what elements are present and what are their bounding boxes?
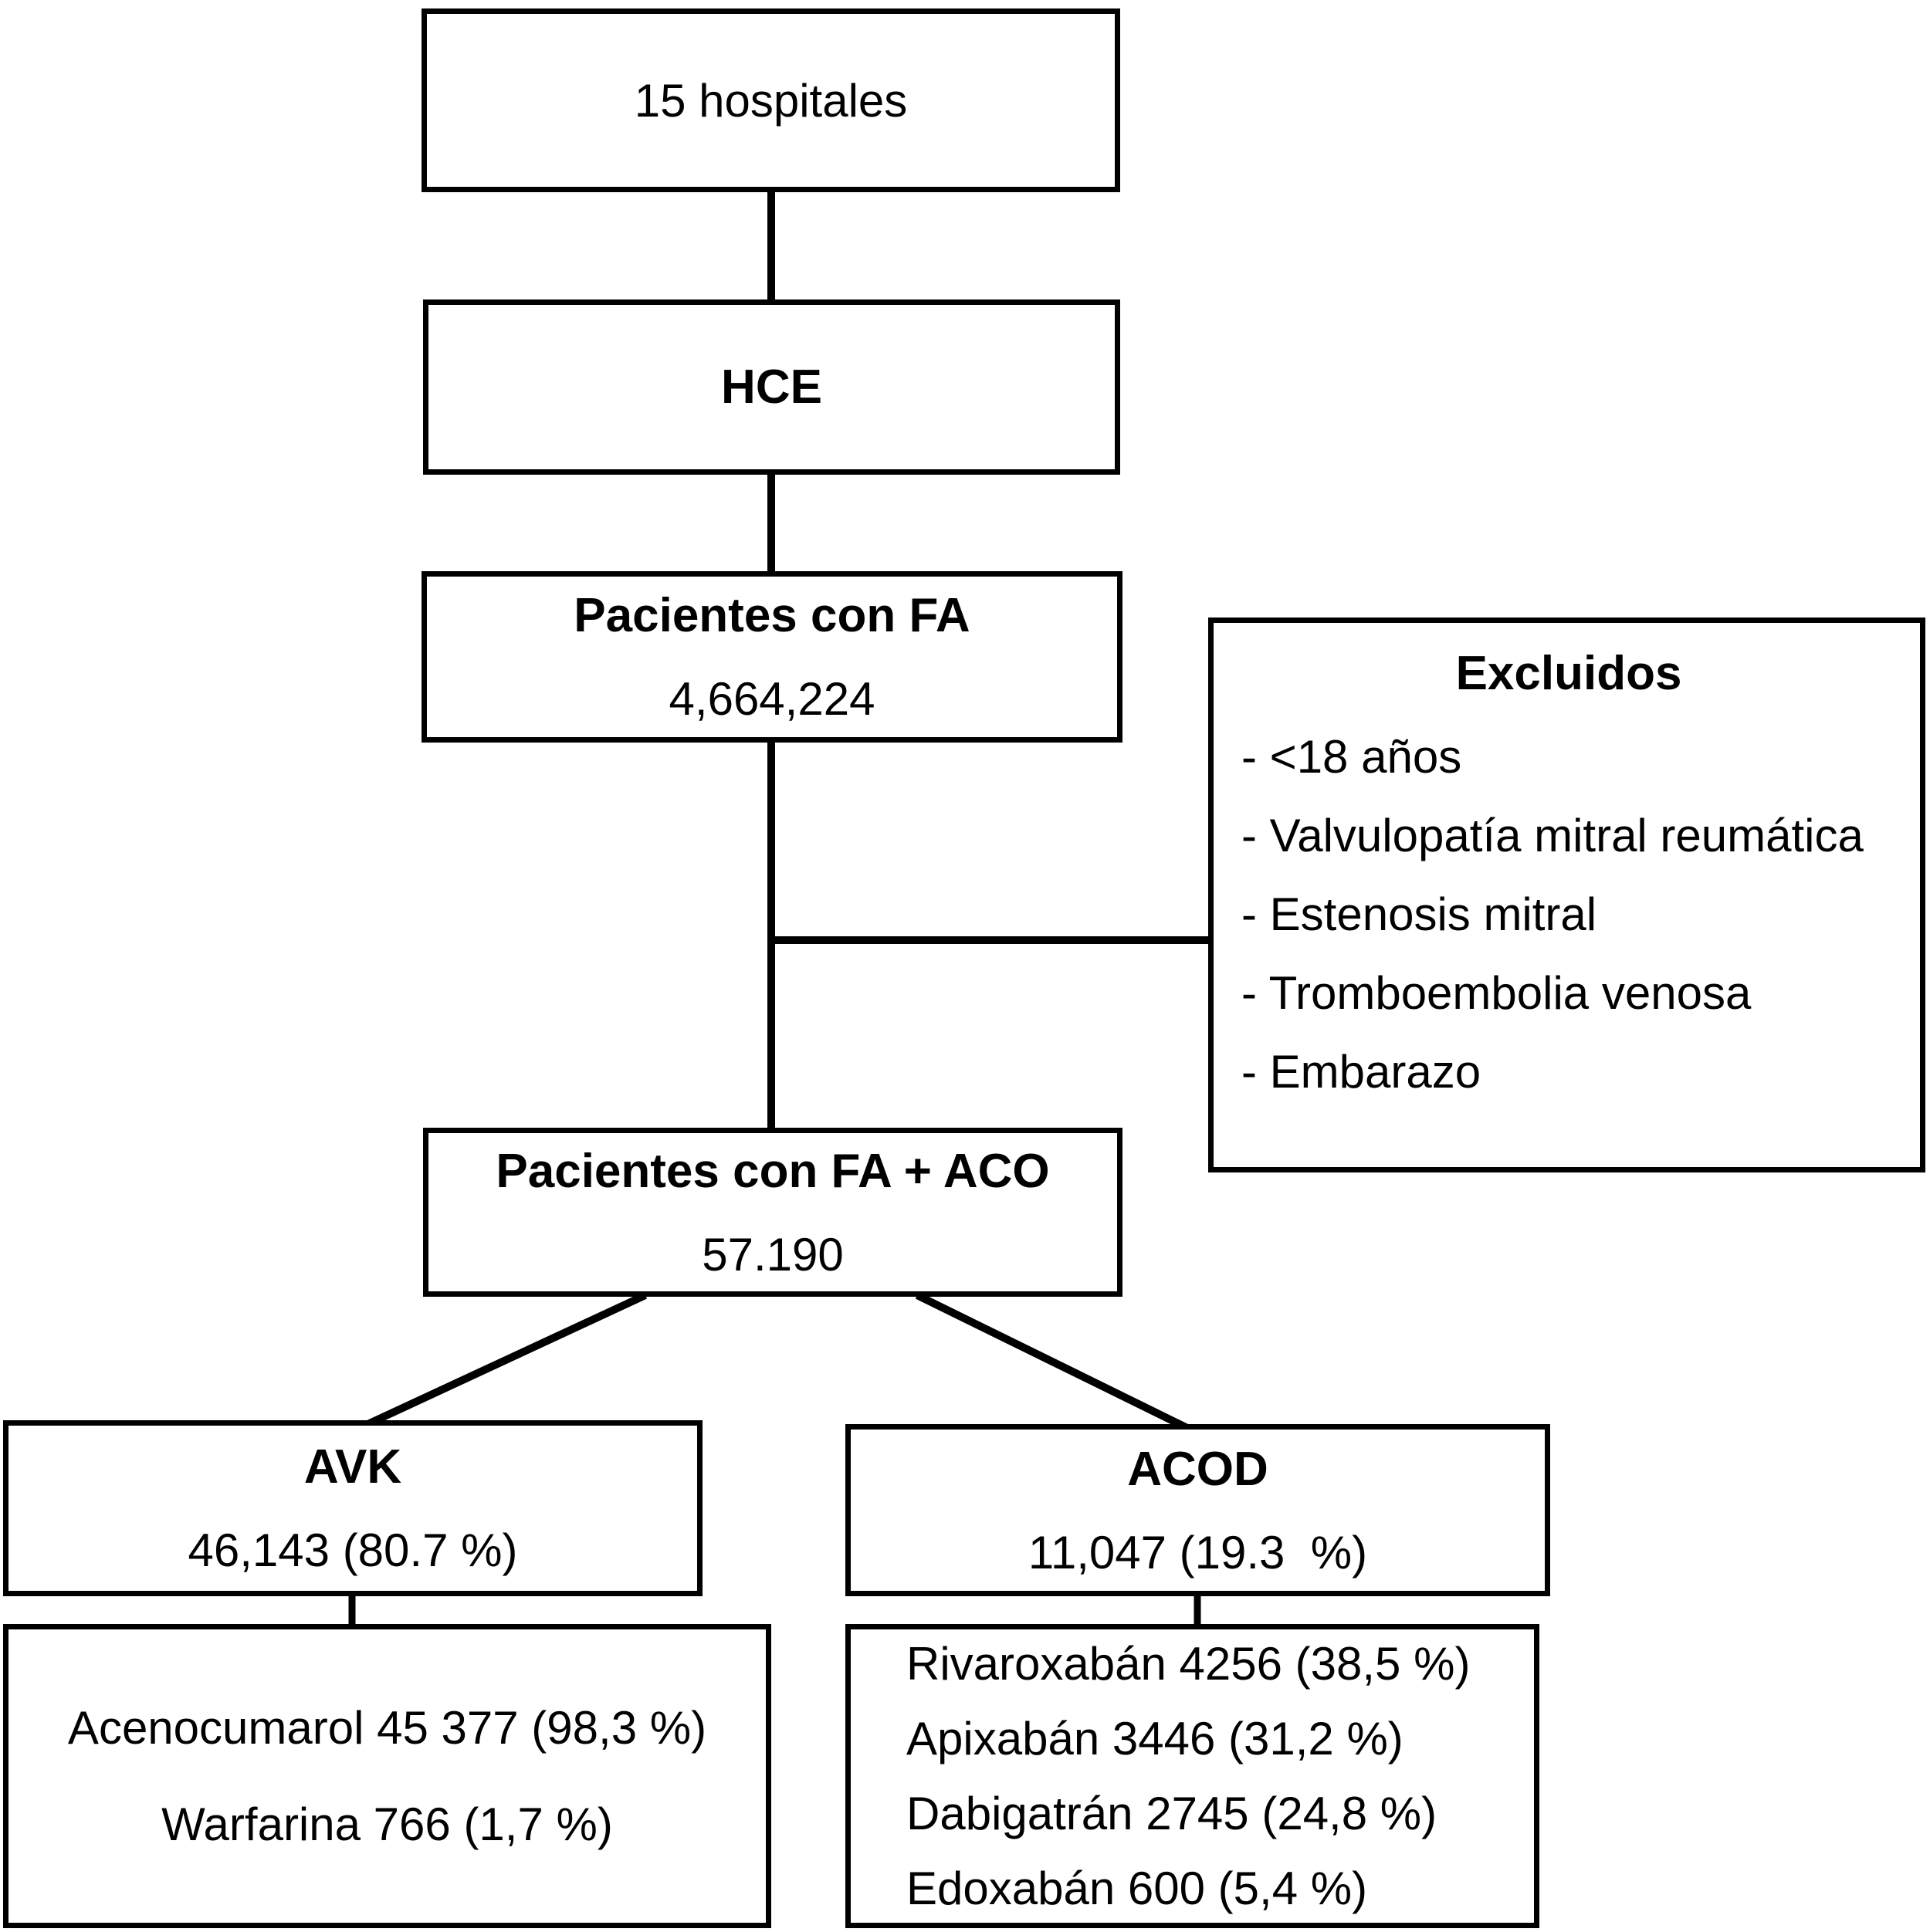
excluded-item-venous-thromboembolism: - Tromboembolia venosa (1241, 967, 1752, 1019)
excluded-list: - <18 años - Valvulopatía mitral reumáti… (1237, 718, 1901, 1111)
avk-count: 46,143 (80.7 %) (188, 1524, 518, 1576)
excluded-item-rheumatic-mitral: - Valvulopatía mitral reumática (1241, 810, 1864, 861)
box-patients-fa-aco: Pacientes con FA + ACO 57.190 (423, 1128, 1122, 1297)
acod-detail-rivaroxaban: Rivaroxabán 4256 (38,5 %) (906, 1638, 1471, 1690)
acod-detail-dabigatran: Dabigatrán 2745 (24,8 %) (906, 1788, 1437, 1839)
hospitals-label: 15 hospitales (634, 74, 908, 127)
excluded-item-mitral-stenosis: - Estenosis mitral (1241, 888, 1597, 940)
box-excluded: Excluidos - <18 años - Valvulopatía mitr… (1208, 617, 1925, 1172)
patients-fa-aco-title: Pacientes con FA + ACO (496, 1144, 1050, 1198)
avk-detail-warfarina: Warfarina 766 (1,7 %) (161, 1798, 613, 1850)
acod-detail-apixaban: Apixabán 3446 (31,2 %) (906, 1713, 1403, 1765)
acod-count: 11,047 (19.3 %) (1028, 1526, 1368, 1578)
box-hospitals: 15 hospitales (422, 8, 1120, 192)
connector-fa-aco-to-avk (361, 1291, 648, 1430)
avk-title: AVK (303, 1440, 402, 1494)
box-hce: HCE (423, 299, 1120, 475)
acod-title: ACOD (1127, 1442, 1268, 1496)
patients-fa-count: 4,664,224 (669, 673, 875, 725)
box-avk-detail: Acenocumarol 45 377 (98,3 %) Warfarina 7… (3, 1624, 771, 1928)
acod-detail-edoxaban: Edoxabán 600 (5,4 %) (906, 1863, 1368, 1914)
patients-fa-title: Pacientes con FA (574, 589, 970, 642)
excluded-item-pregnancy: - Embarazo (1241, 1046, 1481, 1098)
connector-fa-aco-to-acod (915, 1291, 1193, 1433)
acod-detail-list: Rivaroxabán 4256 (38,5 %) Apixabán 3446 … (906, 1626, 1470, 1926)
box-avk: AVK 46,143 (80.7 %) (3, 1420, 703, 1596)
excluded-title: Excluidos (1455, 647, 1682, 700)
box-acod-detail: Rivaroxabán 4256 (38,5 %) Apixabán 3446 … (845, 1624, 1539, 1928)
box-acod: ACOD 11,047 (19.3 %) (845, 1424, 1550, 1596)
excluded-item-age: - <18 años (1241, 731, 1462, 783)
avk-detail-acenocumarol: Acenocumarol 45 377 (98,3 %) (67, 1702, 707, 1754)
patients-fa-aco-count: 57.190 (702, 1228, 844, 1281)
box-patients-fa: Pacientes con FA 4,664,224 (422, 571, 1122, 743)
hce-label: HCE (721, 360, 822, 414)
